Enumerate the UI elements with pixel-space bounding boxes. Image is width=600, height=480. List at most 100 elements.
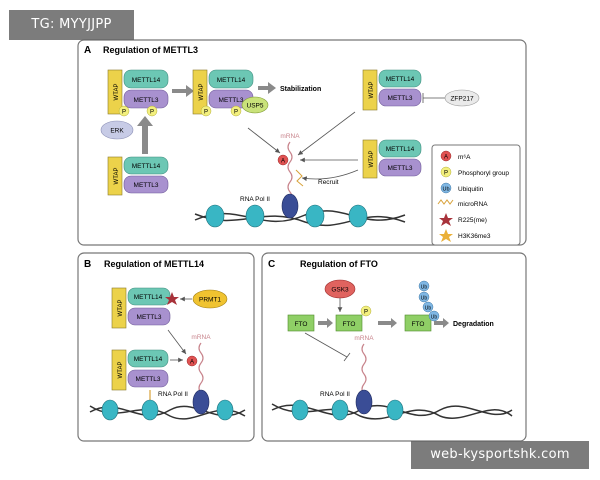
nucleosome: [101, 399, 119, 421]
arrow-icon: [297, 111, 356, 156]
arrow-icon: [258, 82, 276, 94]
legend-item-label: H3K36me3: [458, 233, 491, 240]
fto-protein: [287, 314, 315, 332]
microrna-icon: [437, 199, 454, 205]
watermark-top: TG: MYYJJPP: [9, 10, 134, 40]
phosphoryl-group-icon: [230, 105, 242, 117]
svg-text:Ub: Ub: [421, 296, 428, 302]
arrow-icon: [172, 85, 194, 97]
svg-text:FTO: FTO: [412, 321, 425, 328]
phosphoryl-group-icon: [360, 305, 372, 317]
arrow-icon: [318, 318, 333, 328]
nucleosome: [205, 204, 225, 228]
svg-text:WTAP: WTAP: [199, 84, 205, 101]
panel-c-letter: C: [268, 259, 275, 270]
phosphoryl-group-icon: [200, 105, 212, 117]
nucleosome: [386, 399, 404, 421]
gsk3-label: GSK3: [331, 287, 349, 294]
mrna-strand: [287, 141, 293, 201]
svg-text:A: A: [444, 155, 448, 161]
panel-a: A Regulation of METTL3 WTAP METTL14 METT…: [77, 39, 527, 246]
inhibition-line: [304, 332, 348, 358]
ubiquitin-icon: [440, 182, 452, 194]
star-icon: [439, 213, 453, 226]
svg-text:WTAP: WTAP: [369, 82, 375, 99]
m6a-icon: [277, 154, 289, 166]
complex-a2: WTAP METTL14 METTL3 P P USP5: [192, 69, 269, 117]
svg-text:FTO: FTO: [343, 321, 356, 328]
fto-label: FTO: [295, 321, 308, 328]
recruit-label: Recruit: [318, 179, 339, 186]
stabilization-label: Stabilization: [280, 86, 321, 93]
svg-text:WTAP: WTAP: [118, 300, 124, 317]
wtap-label: WTAP: [114, 84, 120, 101]
rna-pol-ii-label: RNA Pol II: [240, 196, 270, 203]
degradation-label: Degradation: [453, 321, 494, 328]
svg-text:P: P: [444, 171, 448, 177]
ubiquitin-icon: [418, 280, 430, 292]
svg-text:METTL14: METTL14: [134, 294, 163, 301]
nucleosome: [216, 399, 234, 421]
phosphoryl-group-icon: [440, 166, 452, 178]
rna-pol-ii-label: RNA Pol II: [158, 391, 188, 398]
svg-text:Ub: Ub: [442, 187, 449, 193]
svg-text:WTAP: WTAP: [114, 168, 120, 185]
zfp217-protein: [444, 89, 480, 107]
fto-protein: [404, 314, 432, 332]
usp5-label: USP5: [247, 103, 264, 110]
arrow-icon: [247, 127, 281, 154]
nucleosome: [245, 204, 265, 228]
nucleosome: [141, 399, 159, 421]
svg-text:Ub: Ub: [421, 285, 428, 291]
ubiquitin-icon: [422, 301, 434, 313]
panel-c: C Regulation of FTO GSK3 FTO FTO P FTO U…: [261, 252, 527, 442]
arrow-icon: [301, 169, 359, 182]
svg-text:METTL14: METTL14: [217, 77, 246, 84]
legend-item-label: R225(me): [458, 217, 487, 224]
erk-kinase: [100, 120, 134, 140]
svg-text:WTAP: WTAP: [118, 362, 124, 379]
star-icon: [439, 229, 453, 242]
svg-text:METTL3: METTL3: [134, 182, 159, 189]
mrna-label: mRNA: [354, 335, 374, 342]
ubiquitin-icon: [418, 291, 430, 303]
svg-text:METTL3: METTL3: [219, 97, 244, 104]
m6a-icon: [186, 355, 198, 367]
svg-text:P: P: [122, 110, 126, 116]
star-icon: [165, 292, 179, 305]
legend-item-label: microRNA: [458, 201, 488, 208]
svg-text:METTL14: METTL14: [386, 76, 415, 83]
prmt1-protein: [192, 289, 228, 309]
fto-protein: [335, 314, 363, 332]
nucleosome: [331, 399, 349, 421]
complex-a3: WTAP METTL14 METTL3: [107, 156, 169, 196]
svg-text:METTL14: METTL14: [134, 356, 163, 363]
dna-strand: [194, 210, 406, 223]
arrow-icon: [378, 318, 397, 328]
svg-text:A: A: [190, 360, 194, 366]
watermark-bottom: web-kysportshk.com: [411, 441, 589, 469]
svg-text:METTL3: METTL3: [137, 314, 162, 321]
panel-b: B Regulation of METTL14 WTAP METTL14 MET…: [77, 252, 255, 442]
arrow-icon: [167, 329, 187, 355]
svg-text:P: P: [150, 110, 154, 116]
svg-text:P: P: [204, 110, 208, 116]
legend-item-label: m⁶A: [458, 154, 471, 161]
mrna-label: mRNA: [191, 334, 211, 341]
zfp217-label: ZFP217: [450, 96, 474, 103]
panel-a-title: Regulation of METTL3: [103, 45, 198, 55]
m6a-icon: [440, 150, 452, 162]
svg-text:A: A: [281, 159, 285, 165]
usp5-protein: [241, 96, 269, 114]
rna-pol-ii: [355, 389, 373, 415]
complex-a5: WTAP METTL14 METTL3: [362, 139, 422, 179]
rna-pol-ii: [192, 389, 210, 415]
legend-item-label: Phosphoryl group: [458, 170, 509, 177]
svg-text:METTL14: METTL14: [386, 146, 415, 153]
panel-c-title: Regulation of FTO: [300, 259, 378, 269]
nucleosome: [305, 204, 325, 228]
legend: A m⁶A P Phosphoryl group Ub Ubiquitin mi…: [431, 144, 521, 246]
erk-label: ERK: [110, 128, 124, 135]
svg-text:METTL3: METTL3: [388, 165, 413, 172]
